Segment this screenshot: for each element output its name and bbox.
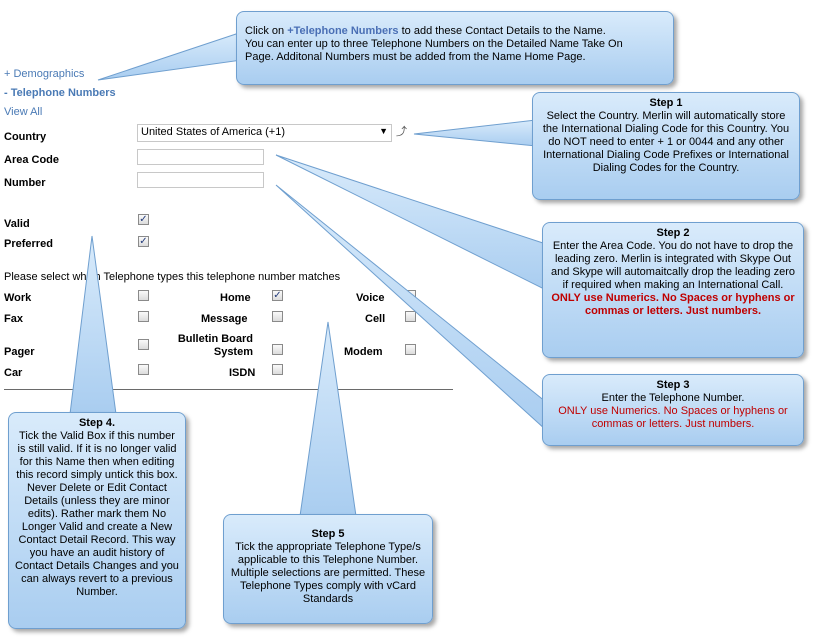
- telephone-numbers-section-link[interactable]: - Telephone Numbers: [4, 87, 116, 99]
- preferred-checkbox[interactable]: ✓: [138, 236, 149, 247]
- step5-callout: Step 5 Tick the appropriate Telephone Ty…: [223, 514, 433, 624]
- step2-callout: Step 2 Enter the Area Code. You do not h…: [542, 222, 804, 358]
- top-callout-line3: Page. Additonal Numbers must be added fr…: [245, 51, 586, 63]
- type-voice-label: Voice: [356, 292, 385, 304]
- type-car-label: Car: [4, 367, 23, 379]
- lookup-icon[interactable]: ⤴: [396, 126, 407, 138]
- number-label: Number: [4, 177, 46, 189]
- country-select[interactable]: United States of America (+1) ▼: [137, 124, 392, 142]
- type-fax-checkbox[interactable]: [138, 311, 149, 322]
- type-cell-checkbox[interactable]: [405, 311, 416, 322]
- type-isdn-checkbox[interactable]: [272, 364, 283, 375]
- view-all-link[interactable]: View All: [4, 106, 43, 118]
- step4-title: Step 4.: [78, 417, 116, 429]
- step2-title: Step 2: [656, 227, 690, 239]
- top-callout-pointer: [97, 31, 243, 81]
- area-code-label: Area Code: [4, 154, 60, 166]
- type-home-label: Home: [220, 292, 251, 304]
- step1-callout-pointer: [413, 119, 537, 147]
- step4-callout-pointer: [69, 235, 117, 415]
- step4-body: Tick the Valid Box if this number is sti…: [15, 430, 179, 598]
- area-code-input[interactable]: [137, 149, 264, 165]
- preferred-label: Preferred: [4, 238, 53, 250]
- form-divider: [4, 389, 453, 390]
- type-pager-label: Pager: [4, 346, 35, 358]
- type-pager-checkbox[interactable]: [138, 339, 149, 350]
- valid-checkbox[interactable]: ✓: [138, 214, 149, 225]
- step3-warning: ONLY use Numerics. No Spaces or hyphens …: [558, 405, 788, 430]
- step3-title: Step 3: [656, 379, 690, 391]
- step3-callout: Step 3 Enter the Telephone Number. ONLY …: [542, 374, 804, 446]
- top-callout-link-text: +Telephone Numbers: [287, 25, 399, 37]
- step2-callout-pointer: [275, 154, 547, 291]
- type-fax-label: Fax: [4, 313, 23, 325]
- step1-title: Step 1: [649, 97, 683, 109]
- type-cell-label: Cell: [365, 313, 386, 325]
- demographics-section-link[interactable]: + Demographics: [4, 68, 85, 80]
- type-home-checkbox[interactable]: ✓: [272, 290, 283, 301]
- step5-callout-pointer: [299, 321, 357, 517]
- type-message-label: Message: [201, 313, 248, 325]
- step5-body: Tick the appropriate Telephone Type/s ap…: [230, 541, 426, 605]
- top-callout-line2: You can enter up to three Telephone Numb…: [245, 38, 623, 50]
- step2-warning: ONLY use Numerics. No Spaces or hyphens …: [551, 292, 795, 317]
- step4-callout: Step 4. Tick the Valid Box if this numbe…: [8, 412, 186, 629]
- type-modem-checkbox[interactable]: [405, 344, 416, 355]
- step3-body: Enter the Telephone Number.: [601, 392, 745, 404]
- type-work-checkbox[interactable]: [138, 290, 149, 301]
- type-bbs-checkbox[interactable]: [272, 344, 283, 355]
- step5-title: Step 5: [311, 528, 345, 540]
- top-callout-pre: Click on: [245, 25, 288, 37]
- step1-callout: Step 1 Select the Country. Merlin will a…: [532, 92, 800, 200]
- valid-label: Valid: [4, 218, 30, 230]
- country-select-value: United States of America (+1): [141, 126, 285, 138]
- chevron-down-icon: ▼: [379, 126, 388, 136]
- step2-body: Enter the Area Code. You do not have to …: [551, 240, 795, 291]
- type-message-checkbox[interactable]: [272, 311, 283, 322]
- type-bbs-label-line1: Bulletin Board: [177, 333, 253, 345]
- top-callout-post: to add these Contact Details to the Name…: [398, 25, 606, 37]
- step1-body: Select the Country. Merlin will automati…: [542, 110, 790, 174]
- type-work-label: Work: [4, 292, 32, 304]
- type-modem-label: Modem: [344, 346, 383, 358]
- type-car-checkbox[interactable]: [138, 364, 149, 375]
- type-bbs-label-line2: System: [213, 346, 253, 358]
- type-isdn-label: ISDN: [229, 367, 256, 379]
- top-instruction-callout: Click on +Telephone Numbers to add these…: [236, 11, 674, 85]
- country-label: Country: [4, 131, 47, 143]
- number-input[interactable]: [137, 172, 264, 188]
